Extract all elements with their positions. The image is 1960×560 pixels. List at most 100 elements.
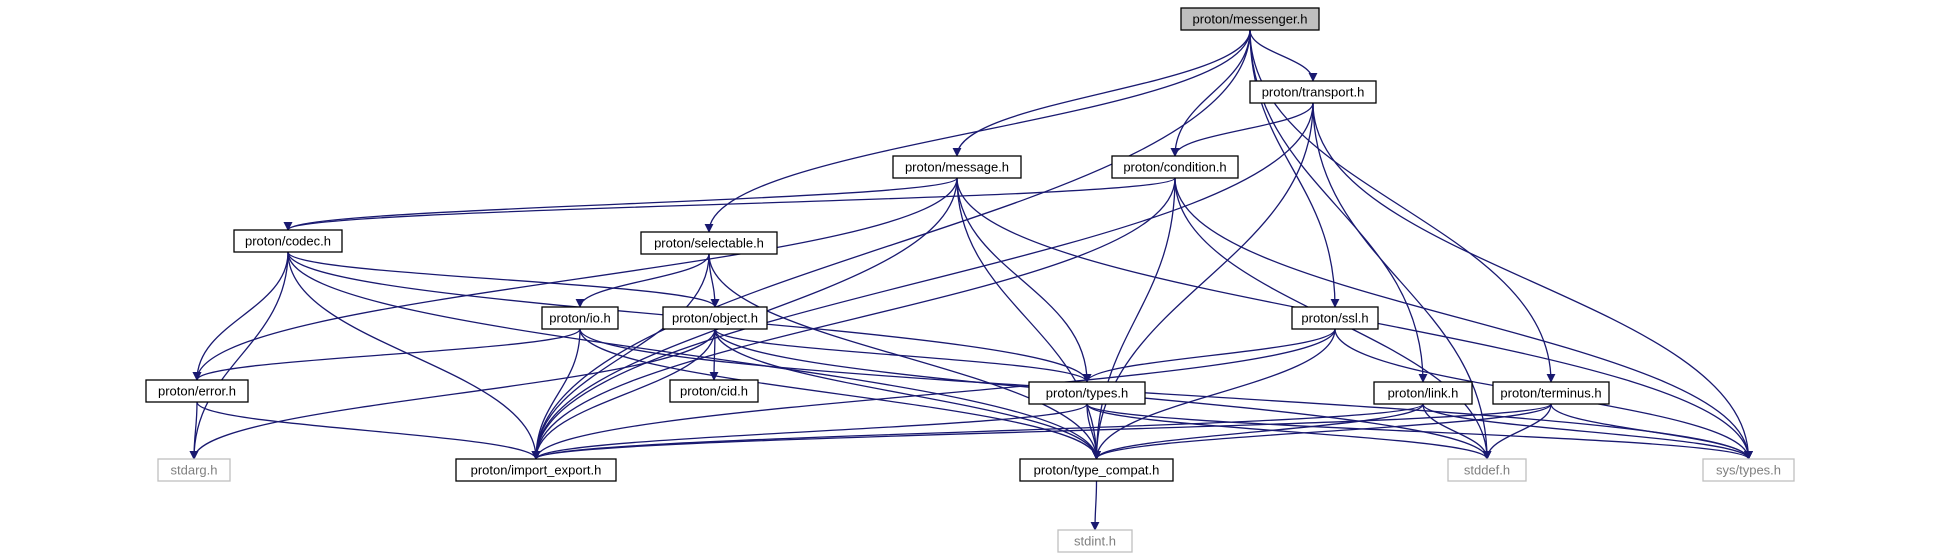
edge-terminus-to-systypes <box>1550 403 1753 460</box>
node-label-terminus: proton/terminus.h <box>1500 386 1601 401</box>
edge-ssl-to-type_compat <box>1092 328 1336 460</box>
node-stdint: stdint.h <box>1057 529 1133 553</box>
node-box-message <box>892 155 1022 179</box>
node-link[interactable]: proton/link.h <box>1373 381 1473 405</box>
edge-message-to-codec <box>283 177 958 231</box>
edge-codec-to-error <box>192 251 289 381</box>
node-label-systypes: sys/types.h <box>1716 463 1781 478</box>
node-box-codec <box>233 229 343 253</box>
node-import_export[interactable]: proton/import_export.h <box>455 458 617 482</box>
edges-layer <box>189 29 1753 531</box>
edge-messenger-to-message <box>952 29 1251 157</box>
edge-link-to-systypes <box>1422 403 1753 460</box>
node-box-io <box>541 306 619 330</box>
node-label-link: proton/link.h <box>1388 386 1459 401</box>
edge-codec-to-stdarg <box>189 251 289 460</box>
edge-messenger-to-import_export <box>531 29 1251 460</box>
edge-selectable-to-type_compat <box>708 253 1101 460</box>
node-box-messenger <box>1180 7 1320 31</box>
edge-messenger-to-selectable <box>704 29 1251 233</box>
edge-messenger-to-condition <box>1170 29 1251 157</box>
node-transport[interactable]: proton/transport.h <box>1249 80 1377 104</box>
edge-types-to-stddef <box>1086 403 1492 460</box>
node-messenger[interactable]: proton/messenger.h <box>1180 7 1320 31</box>
node-box-types <box>1028 381 1146 405</box>
node-types[interactable]: proton/types.h <box>1028 381 1146 405</box>
edge-link-to-type_compat <box>1092 403 1424 460</box>
node-terminus[interactable]: proton/terminus.h <box>1492 381 1610 405</box>
edge-message-to-type_compat <box>956 177 1101 460</box>
node-ssl[interactable]: proton/ssl.h <box>1291 306 1379 330</box>
edge-terminus-to-import_export <box>531 403 1552 460</box>
node-label-codec: proton/codec.h <box>245 234 331 249</box>
node-box-selectable <box>640 231 778 255</box>
node-box-error <box>145 379 249 403</box>
edge-transport-to-systypes <box>1312 102 1753 460</box>
edge-selectable-to-io <box>575 253 710 308</box>
edge-object-to-stdarg <box>189 328 716 460</box>
edge-terminus-to-stddef <box>1482 403 1552 460</box>
edge-condition-to-import_export <box>531 177 1176 460</box>
node-message[interactable]: proton/message.h <box>892 155 1022 179</box>
edge-object-to-import_export <box>531 328 716 460</box>
node-label-cid: proton/cid.h <box>680 384 748 399</box>
node-stddef: stddef.h <box>1447 458 1527 482</box>
node-object[interactable]: proton/object.h <box>662 306 768 330</box>
node-selectable[interactable]: proton/selectable.h <box>640 231 778 255</box>
node-label-error: proton/error.h <box>158 384 236 399</box>
edge-messenger-to-transport <box>1249 29 1318 82</box>
node-label-transport: proton/transport.h <box>1262 85 1365 100</box>
edge-link-to-stddef <box>1422 403 1492 460</box>
node-error[interactable]: proton/error.h <box>145 379 249 403</box>
node-box-stdint <box>1057 529 1133 553</box>
edge-codec-to-import_export <box>287 251 541 460</box>
node-box-stdarg <box>157 458 231 482</box>
edge-messenger-to-ssl <box>1249 29 1340 308</box>
edge-ssl-to-import_export <box>531 328 1336 460</box>
node-box-cid <box>669 379 759 403</box>
edge-transport-to-condition <box>1170 102 1314 157</box>
node-box-systypes <box>1702 458 1795 482</box>
node-label-io: proton/io.h <box>549 311 610 326</box>
node-box-import_export <box>455 458 617 482</box>
edge-condition-to-systypes <box>1174 177 1753 460</box>
edge-error-to-import_export <box>196 401 541 460</box>
node-condition[interactable]: proton/condition.h <box>1111 155 1239 179</box>
node-label-condition: proton/condition.h <box>1123 160 1226 175</box>
nodes-layer: proton/messenger.h proton/transport.h prot… <box>145 7 1795 553</box>
node-label-object: proton/object.h <box>672 311 758 326</box>
node-codec[interactable]: proton/codec.h <box>233 229 343 253</box>
edge-io-to-import_export <box>531 328 581 460</box>
node-stdarg: stdarg.h <box>157 458 231 482</box>
node-box-transport <box>1249 80 1377 104</box>
node-label-type_compat: proton/type_compat.h <box>1034 463 1160 478</box>
edge-object-to-type_compat <box>714 328 1101 460</box>
node-label-stdarg: stdarg.h <box>171 463 218 478</box>
edge-io-to-error <box>192 328 581 381</box>
edge-condition-to-type_compat <box>1092 177 1176 460</box>
node-cid[interactable]: proton/cid.h <box>669 379 759 403</box>
node-label-stddef: stddef.h <box>1464 463 1510 478</box>
edge-condition-to-codec <box>283 177 1176 231</box>
edge-transport-to-import_export <box>531 102 1314 460</box>
node-box-object <box>662 306 768 330</box>
node-io[interactable]: proton/io.h <box>541 306 619 330</box>
node-type_compat[interactable]: proton/type_compat.h <box>1019 458 1174 482</box>
node-box-condition <box>1111 155 1239 179</box>
edge-type_compat-to-stdint <box>1090 480 1100 531</box>
node-box-link <box>1373 381 1473 405</box>
node-systypes: sys/types.h <box>1702 458 1795 482</box>
edge-message-to-types <box>956 177 1092 383</box>
edge-message-to-error <box>192 177 958 381</box>
edge-types-to-systypes <box>1086 403 1753 460</box>
edge-terminus-to-type_compat <box>1092 403 1552 460</box>
node-label-messenger: proton/messenger.h <box>1193 12 1308 27</box>
edge-types-to-import_export <box>531 403 1088 460</box>
node-box-type_compat <box>1019 458 1174 482</box>
node-label-selectable: proton/selectable.h <box>654 236 764 251</box>
node-box-terminus <box>1492 381 1610 405</box>
node-label-message: proton/message.h <box>905 160 1009 175</box>
edge-codec-to-type_compat <box>287 251 1101 460</box>
edge-transport-to-stddef <box>1312 102 1492 460</box>
